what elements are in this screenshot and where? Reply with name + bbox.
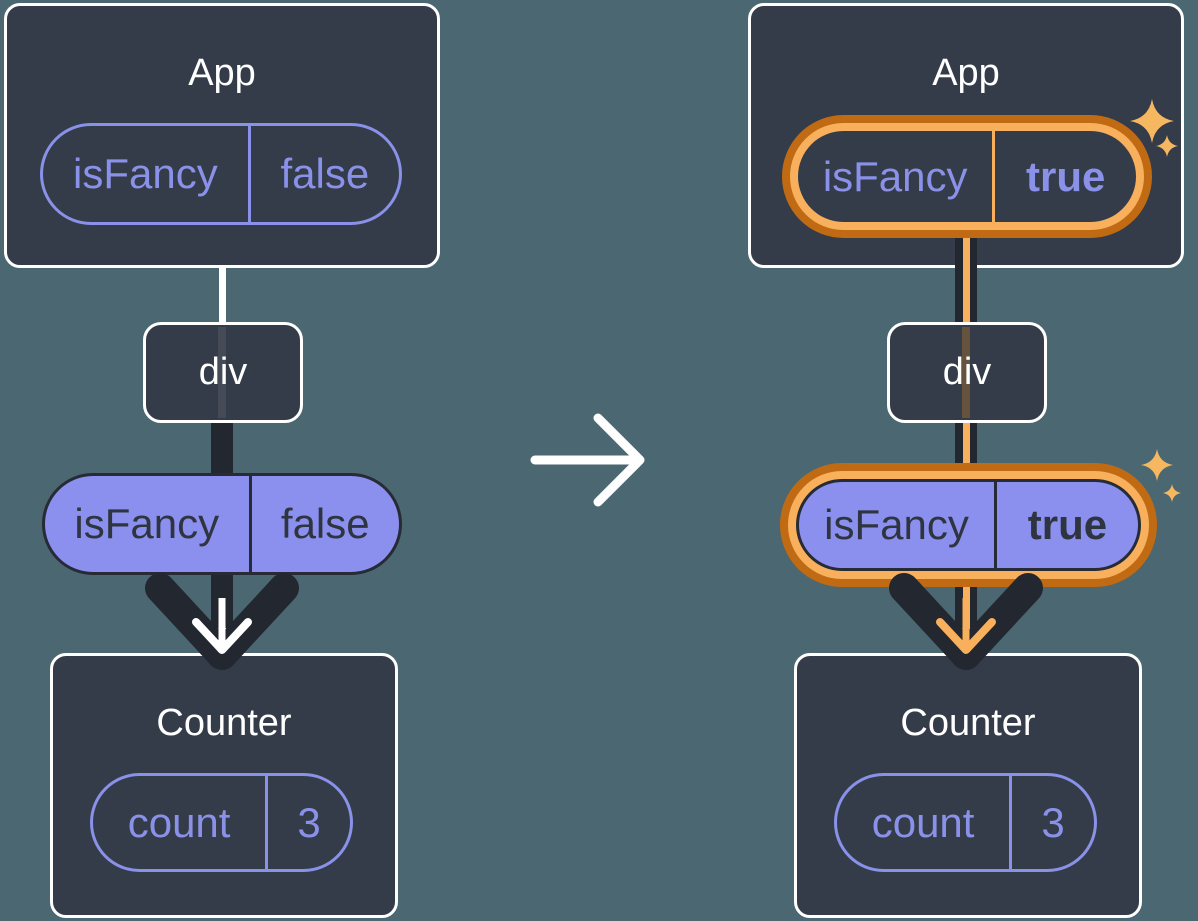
prop-value: true [1027,501,1108,548]
state-name: count [127,798,231,846]
passed-prop-pill-after: isFancy true [796,479,1141,571]
pill-divider [248,476,252,572]
pill-divider [265,776,269,869]
component-title: Counter [156,702,292,744]
component-title: App [932,52,1000,94]
counter-state-pill-before: count 3 [90,773,353,872]
app-state-pill-after: isFancy true [798,131,1136,222]
line-through-box [218,327,226,418]
arrow-down-icon [145,573,299,670]
prop-name: isFancy [824,501,969,548]
pill-divider [1009,776,1013,869]
arrow-down-icon [889,573,1043,670]
app-state-pill-after-highlight: isFancy true [782,115,1152,238]
state-name: isFancy [822,152,968,200]
component-title: div [198,351,248,393]
state-value: true [1025,152,1106,200]
sparkle-icon [1141,449,1181,502]
updated-value-line [963,232,970,650]
app-state-pill-before: isFancy false [40,123,402,225]
sparkle-icon [1130,99,1178,157]
passed-prop-pill-before: isFancy false [42,473,402,575]
pill-divider [247,126,251,222]
passed-prop-pill-after-highlight: isFancy true [780,463,1157,587]
prop-name: isFancy [74,500,220,547]
div-element-box-after: div [887,322,1047,423]
state-name: isFancy [72,150,218,197]
pill-divider [992,131,996,222]
state-name: count [871,798,975,846]
component-title: div [942,351,992,393]
counter-state-pill-after: count 3 [834,773,1097,872]
state-value: 3 [1041,798,1065,846]
prop-value: false [280,500,370,547]
line-through-box [962,327,970,418]
state-value: false [280,150,370,197]
component-title: App [188,52,256,94]
state-value: 3 [297,798,321,846]
arrow-right-icon [530,413,645,507]
component-title: Counter [900,702,1036,744]
div-element-box-before: div [143,322,303,423]
pill-divider [993,482,997,568]
